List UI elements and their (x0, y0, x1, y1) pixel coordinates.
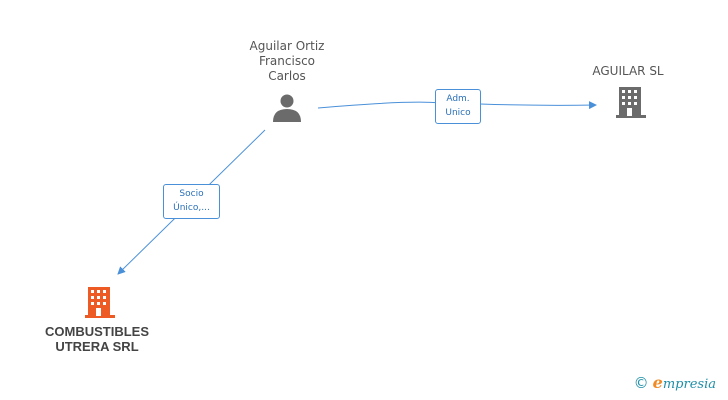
brand-rest: mpresia (662, 377, 716, 392)
edge-label-socio[interactable]: Socio Único,... (163, 184, 220, 219)
building-icon[interactable] (616, 85, 646, 118)
copyright-icon: © (633, 373, 649, 392)
person-name-line-2: Francisco (258, 54, 316, 68)
edge-label-adm-line-2: Unico (445, 108, 471, 118)
edge-label-socio-line-2: Único,... (173, 203, 210, 213)
company-name-label[interactable]: COMBUSTIBLES UTRERA SRL (34, 324, 160, 354)
edge-label-socio-line-1: Socio (179, 189, 204, 199)
edge-label-adm-line-1: Adm. (446, 94, 470, 104)
brand-initial: e (652, 373, 663, 392)
aguilar-sl-name: AGUILAR SL (592, 64, 664, 78)
empresia-logo[interactable]: empresia (653, 373, 716, 392)
combustibles-name-line-1: COMBUSTIBLES (45, 324, 149, 339)
company-name-label[interactable]: AGUILAR SL (578, 64, 678, 79)
person-icon[interactable] (273, 94, 301, 123)
person-name-line-3: Carlos (268, 69, 306, 83)
building-icon[interactable] (85, 287, 115, 318)
combustibles-name-line-2: UTRERA SRL (55, 339, 139, 354)
person-name-line-1: Aguilar Ortiz (249, 39, 325, 53)
person-name-label[interactable]: Aguilar Ortiz Francisco Carlos (232, 39, 342, 84)
brand-footer: © empresia (634, 373, 716, 392)
edge-label-adm[interactable]: Adm. Unico (435, 89, 481, 124)
